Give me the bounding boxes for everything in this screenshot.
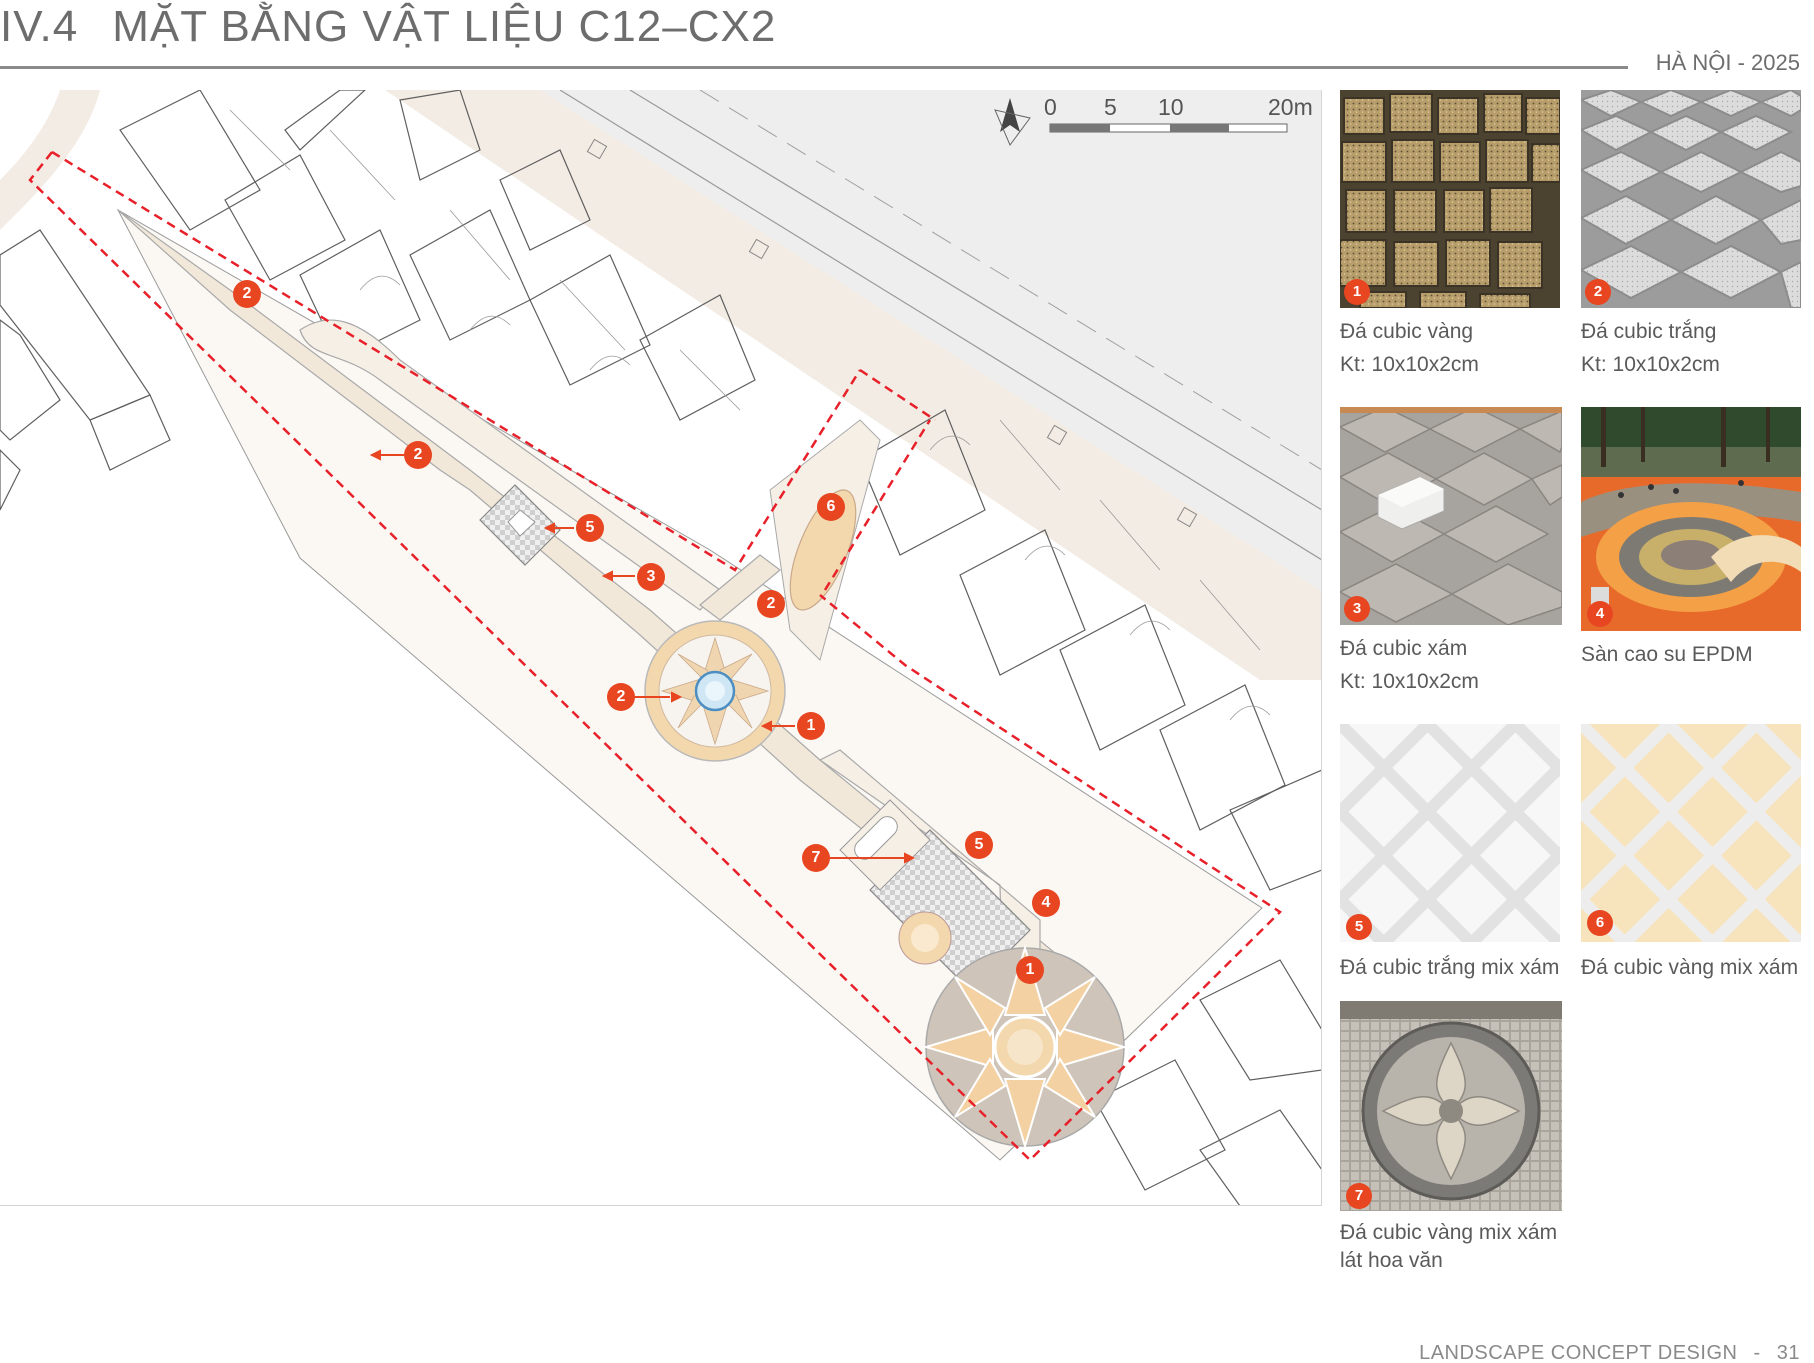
material-size: Kt: 10x10x2cm: [1340, 670, 1479, 693]
material-size: Kt: 10x10x2cm: [1340, 353, 1479, 376]
callout-marker: 2: [607, 683, 635, 711]
material-name: Đá cubic vàng: [1340, 320, 1474, 343]
material-pattern-note: lát hoa văn: [1340, 1249, 1443, 1272]
material-card: 5 Đá cubic trắng mix xám: [1340, 724, 1580, 994]
material-card: 2 Đá cubic trắng Kt: 10x10x2cm: [1581, 90, 1801, 380]
material-number-badge: 4: [1587, 601, 1613, 627]
material-name: Đá cubic vàng mix xám: [1581, 956, 1799, 979]
material-number-badge: 5: [1346, 914, 1372, 940]
scale-bar: [1049, 123, 1288, 133]
material-card: 7 Đá cubic vàng mix xám lát hoa văn: [1340, 1001, 1580, 1281]
callout-marker: 2: [757, 590, 785, 618]
material-size: Kt: 10x10x2cm: [1581, 353, 1720, 376]
callout-marker: 1: [1016, 956, 1044, 984]
callout-arrows: [369, 449, 916, 864]
north-arrow: [994, 98, 1031, 146]
callout-marker: 7: [802, 844, 830, 872]
callout-marker: 1: [797, 712, 825, 740]
scale-label-5: 5: [1104, 94, 1117, 120]
building-row-right: [859, 409, 1321, 1205]
material-photo-yellow-mix-grey: [1581, 724, 1801, 942]
site-boundary: [28, 150, 1282, 1162]
callout-marker: 3: [637, 563, 665, 591]
material-photo-grey-cubic: [1340, 407, 1562, 625]
material-photo-white-cubic: [1581, 90, 1801, 308]
callout-marker: 5: [576, 514, 604, 542]
footer: LANDSCAPE CONCEPT DESIGN - 31: [1419, 1342, 1800, 1363]
callout-marker: 2: [404, 441, 432, 469]
footer-separator: -: [1753, 1342, 1761, 1363]
fountain-plaza: [644, 620, 786, 762]
material-number-badge: 3: [1344, 596, 1370, 622]
material-number-badge: 2: [1585, 279, 1611, 305]
title-divider: [0, 66, 1628, 69]
page-number: 31: [1776, 1342, 1800, 1363]
footer-label: LANDSCAPE CONCEPT DESIGN: [1419, 1342, 1738, 1363]
material-name: Đá cubic vàng mix xám: [1340, 1221, 1558, 1244]
material-name: Sàn cao su EPDM: [1581, 643, 1753, 666]
material-number-badge: 7: [1346, 1183, 1372, 1209]
plaza-cross: [839, 799, 1031, 991]
road: [385, 90, 1321, 680]
section-title: MẶT BẰNG VẬT LIỆU C12–CX2: [112, 2, 777, 51]
plaza-square-small: [479, 484, 561, 566]
playground-circle: [922, 944, 1128, 1150]
material-name: Đá cubic trắng mix xám: [1340, 956, 1560, 979]
material-number-badge: 6: [1587, 910, 1613, 936]
callout-marker: 5: [965, 831, 993, 859]
callout-marker: 4: [1032, 889, 1060, 917]
callout-marker: 2: [233, 280, 261, 308]
material-photo-patterned-paving: [1340, 1001, 1562, 1211]
material-card: 3 Đá cubic xám Kt: 10x10x2cm: [1340, 407, 1562, 697]
material-card: 4 Sàn cao su EPDM: [1581, 407, 1801, 697]
material-photo-yellow-cubic: [1340, 90, 1560, 308]
section-number: IV.4: [0, 2, 79, 51]
scale-label-20m: 20m: [1268, 94, 1313, 120]
material-photo-white-mix-grey: [1340, 724, 1560, 942]
page-title: IV.4 MẶT BẰNG VẬT LIỆU C12–CX2: [0, 2, 776, 52]
material-number-badge: 1: [1344, 279, 1370, 305]
place-date: HÀ NỘI - 2025: [1655, 50, 1800, 75]
material-plan: 0 5 10 20m 2 2 5 3 6 2 2 1 7 5 4 1: [0, 90, 1322, 1206]
scale-label-0: 0: [1044, 94, 1057, 120]
material-card: 6 Đá cubic vàng mix xám: [1581, 724, 1814, 994]
scale-label-10: 10: [1158, 94, 1184, 120]
material-name: Đá cubic xám: [1340, 637, 1468, 660]
building-cluster-left: [0, 229, 171, 511]
access-road: [0, 90, 100, 230]
callout-marker: 6: [817, 493, 845, 521]
material-card: 1 Đá cubic vàng Kt: 10x10x2cm: [1340, 90, 1560, 380]
material-name: Đá cubic trắng: [1581, 320, 1717, 343]
material-photo-epdm: [1581, 407, 1801, 631]
